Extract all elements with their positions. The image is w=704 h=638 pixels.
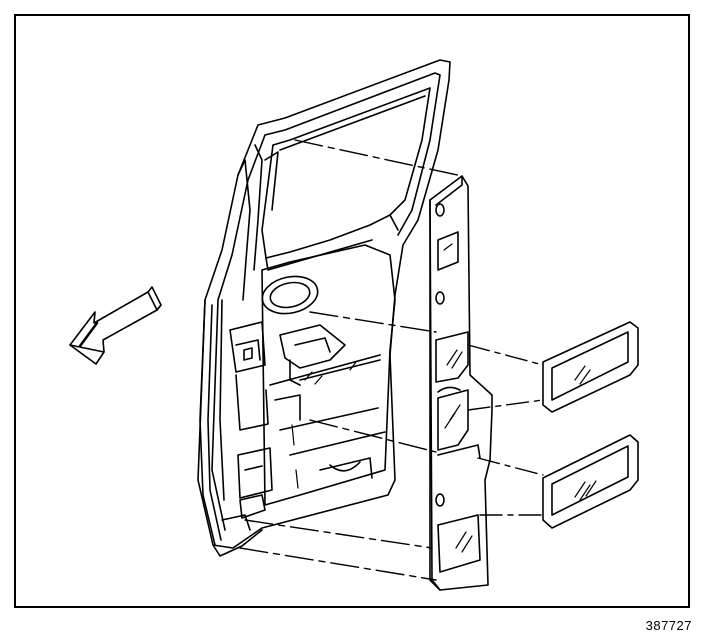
door-module-panel bbox=[429, 175, 493, 591]
figure-number: 387727 bbox=[645, 618, 692, 633]
arrow-forward-icon bbox=[69, 286, 162, 365]
door-frame bbox=[197, 59, 451, 557]
upper-patch-panel bbox=[542, 321, 639, 413]
alignment-lines bbox=[239, 139, 463, 581]
patch-alignment-lines bbox=[467, 344, 544, 516]
lower-patch-panel bbox=[542, 434, 639, 529]
